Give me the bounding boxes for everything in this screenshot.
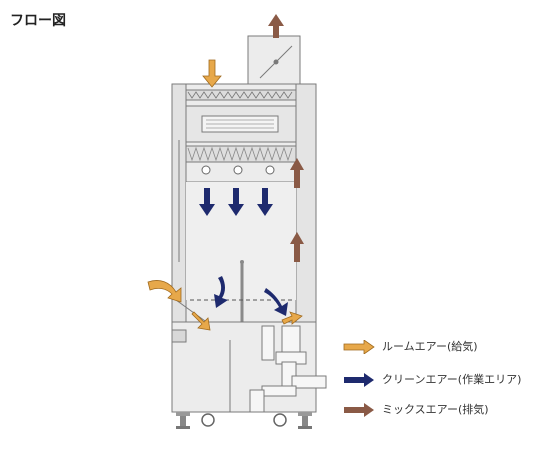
clean-air-legend-icon bbox=[344, 373, 374, 387]
room-air-legend-icon bbox=[343, 340, 375, 354]
mix-air-exhaust-arrow bbox=[268, 14, 284, 38]
mix-air-arrows bbox=[268, 14, 304, 262]
diagram-title: フロー図 bbox=[10, 13, 66, 29]
room-air-tray-arrow bbox=[191, 311, 211, 331]
room-air-rear-arrow bbox=[281, 311, 303, 325]
legend-label: ルームエアー(給気) bbox=[382, 340, 478, 353]
clean-air-down-arrow-1 bbox=[199, 188, 215, 216]
legend-label: クリーンエアー(作業エリア) bbox=[382, 373, 522, 386]
clean-air-down-arrow-3 bbox=[257, 188, 273, 216]
prefilter-grill bbox=[185, 89, 297, 101]
room-air-front-arrow bbox=[147, 280, 182, 303]
mix-air-up-arrow-1 bbox=[290, 158, 304, 188]
casters bbox=[176, 412, 312, 429]
clean-air-curve-arrow-2 bbox=[264, 288, 288, 316]
clean-air-curve-arrow-1 bbox=[214, 276, 228, 308]
clean-air-down-arrow-2 bbox=[228, 188, 244, 216]
drain-pipes bbox=[249, 325, 327, 413]
mix-air-up-arrow-2 bbox=[290, 232, 304, 262]
legend-label: ミックスエアー(排気) bbox=[382, 403, 489, 416]
room-air-intake-arrow bbox=[202, 59, 222, 88]
mix-air-legend-icon bbox=[344, 403, 374, 417]
room-air-arrows bbox=[147, 59, 303, 331]
blower-unit bbox=[185, 105, 297, 143]
exhaust-duct bbox=[247, 35, 301, 85]
clean-air-arrows bbox=[199, 188, 288, 316]
